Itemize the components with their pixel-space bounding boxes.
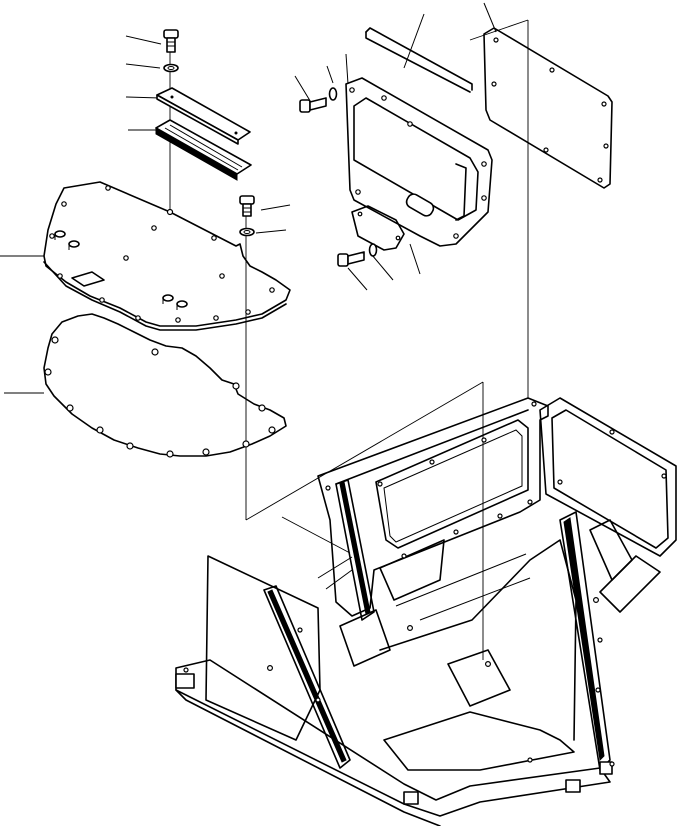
floor-cover [43, 181, 291, 331]
washer-inspection-cover [368, 243, 378, 257]
leader-lines [0, 2, 497, 590]
bolt-rear-cover [299, 97, 327, 113]
assembly-lines [169, 19, 529, 660]
washer-top-left [163, 63, 179, 73]
bolt-mid-left [239, 195, 255, 217]
plate-bracket [156, 87, 251, 145]
bolt-top-left [163, 29, 179, 53]
washer-rear-cover [328, 87, 338, 101]
bolt-inspection-cover [337, 251, 365, 267]
rear-cover-plate [345, 77, 493, 247]
operator-cab-frame [175, 397, 677, 826]
washer-mid-left [239, 227, 255, 237]
floor-mat [43, 313, 287, 458]
side-panel [483, 27, 613, 189]
inspection-cover [351, 205, 405, 251]
seal-strip [365, 27, 473, 93]
seal-strip-top-left [155, 119, 252, 181]
